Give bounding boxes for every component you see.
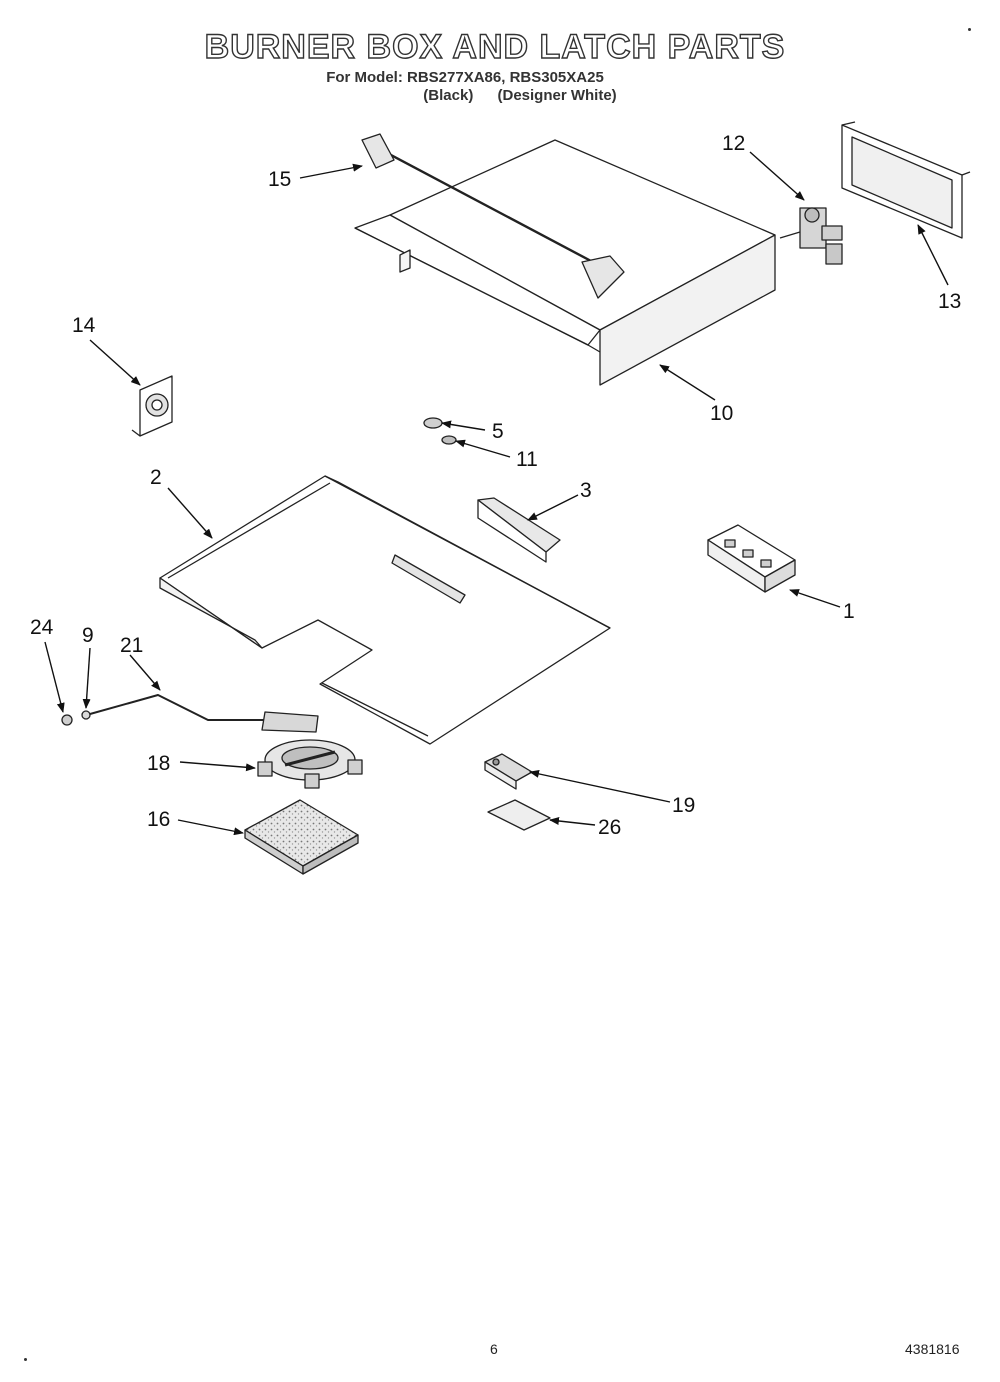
diagram-header: BURNER BOX AND LATCH PARTS For Model: RB… [0,27,1000,104]
bracket-part [361,133,625,299]
insulation-pad-part [244,799,359,875]
callout-9: 9 [82,624,94,647]
finish-designer-white: (Designer White) [497,87,617,104]
callout-21: 21 [120,634,143,657]
callout-16: 16 [147,808,170,831]
finish-line: (Black) (Designer White) [40,87,1000,104]
callout-19: 19 [672,794,695,817]
spreader-block-part [707,524,796,593]
burner-tray-part [159,475,611,745]
igniter-assembly-part [257,739,363,789]
callout-15: 15 [268,168,291,191]
callout-18: 18 [147,752,170,775]
diagram-title: BURNER BOX AND LATCH PARTS [204,27,786,66]
callout-13: 13 [938,290,961,313]
finish-black: (Black) [423,87,474,104]
shield-plate-part [487,799,551,831]
callout-5: 5 [492,420,504,443]
latch-rail-part [477,497,561,563]
callout-24: 24 [30,616,54,639]
burner-box-cover-part [354,139,776,386]
part-number: 4381816 [905,1341,960,1357]
fastener-parts [423,417,457,445]
callout-2: 2 [150,466,162,489]
callout-14: 14 [72,314,96,337]
scan-mark [968,28,971,31]
mounting-plate-part [131,375,173,437]
scan-mark [24,1358,27,1361]
electrode-rod-part [61,694,319,733]
frame-part [841,121,971,239]
callout-3: 3 [580,479,592,502]
callout-12: 12 [722,132,745,155]
model-line: For Model: RBS277XA86, RBS305XA25 [326,69,604,86]
callout-26: 26 [598,816,621,839]
page-number: 6 [490,1341,498,1357]
callout-labels: 15 12 13 14 10 5 11 2 3 1 24 9 21 18 19 … [30,132,961,839]
callout-11: 11 [516,448,538,471]
leader-lines [44,151,949,836]
valve-part [779,207,843,265]
callout-1: 1 [843,600,855,623]
callout-10: 10 [710,402,733,425]
latch-switch-part [484,753,533,790]
